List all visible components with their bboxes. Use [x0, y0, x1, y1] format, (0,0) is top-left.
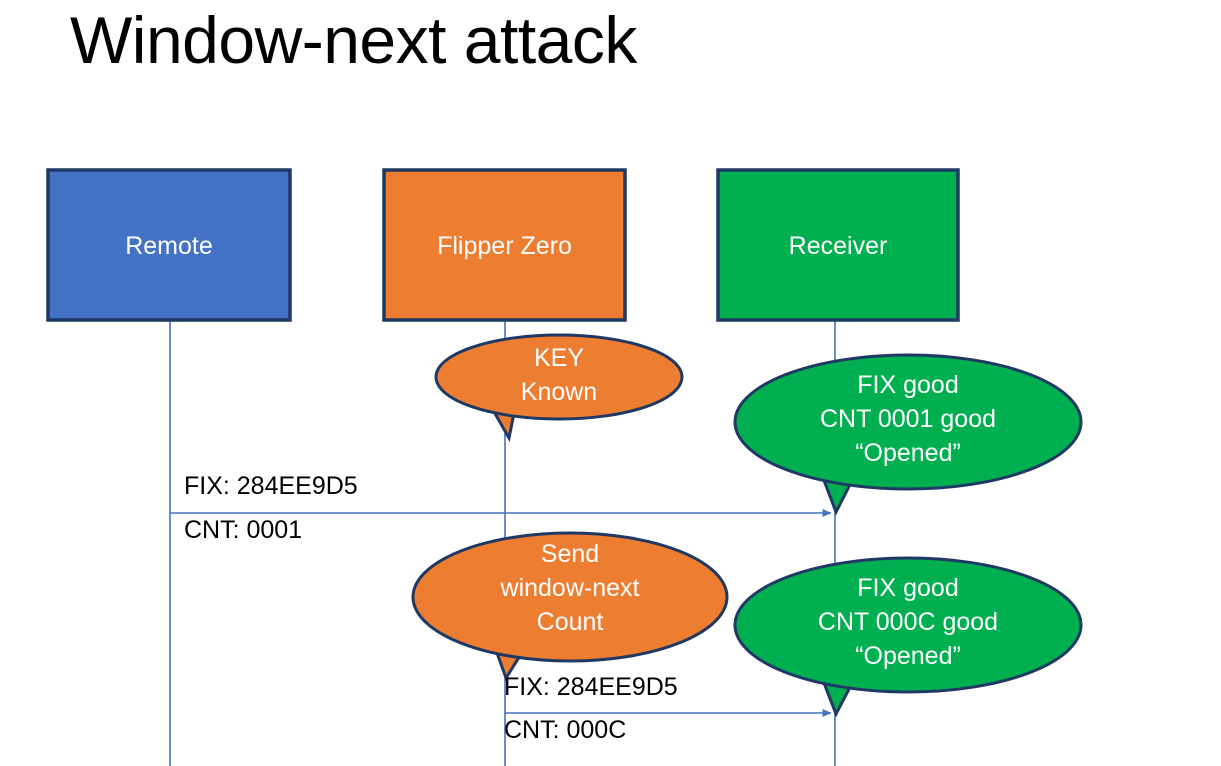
- bubble-text-flipper-send-window-next: Send window-next Count: [413, 537, 727, 639]
- message-label-fix-remote-to-receiver: FIX: 284EE9D5: [184, 472, 358, 500]
- bubble-line: CNT 0001 good: [819, 405, 997, 433]
- bubble-text-receiver-first-response: FIX good CNT 0001 good “Opened”: [735, 368, 1081, 470]
- bubble-line: KEY: [533, 344, 585, 372]
- bubble-line: “Opened”: [855, 642, 961, 670]
- bubble-line: FIX good: [857, 371, 959, 399]
- speech-bubble-flipper-send-window-next[interactable]: [411, 531, 729, 682]
- bubble-line: Known: [520, 378, 598, 406]
- actor-box-receiver[interactable]: [716, 168, 960, 322]
- bubble-line: window-next: [500, 574, 640, 602]
- bubble-line: “Opened”: [855, 439, 961, 467]
- page-title: Window-next attack: [70, 3, 637, 77]
- message-label-fix-flipper-to-receiver: FIX: 284EE9D5: [504, 673, 678, 701]
- actor-box-flipper[interactable]: [382, 168, 627, 322]
- actor-label-receiver: Receiver: [788, 232, 888, 260]
- bubble-line: Count: [536, 608, 604, 636]
- bubble-line: CNT 000C good: [817, 608, 999, 636]
- speech-bubble-flipper-key-known[interactable]: [434, 333, 684, 443]
- speech-bubble-receiver-first-response[interactable]: [733, 353, 1083, 516]
- speech-bubble-receiver-second-response[interactable]: [733, 556, 1083, 718]
- actor-label-remote: Remote: [125, 232, 213, 260]
- bubble-line: FIX good: [857, 574, 959, 602]
- actor-box-remote[interactable]: [46, 168, 292, 322]
- bubble-text-flipper-key-known: KEY Known: [436, 341, 682, 409]
- message-label-cnt-remote-to-receiver: CNT: 0001: [184, 516, 303, 544]
- bubble-line: Send: [540, 540, 600, 568]
- actor-label-flipper: Flipper Zero: [437, 232, 572, 260]
- message-label-cnt-flipper-to-receiver: CNT: 000C: [504, 716, 627, 744]
- bubble-text-receiver-second-response: FIX good CNT 000C good “Opened”: [735, 571, 1081, 673]
